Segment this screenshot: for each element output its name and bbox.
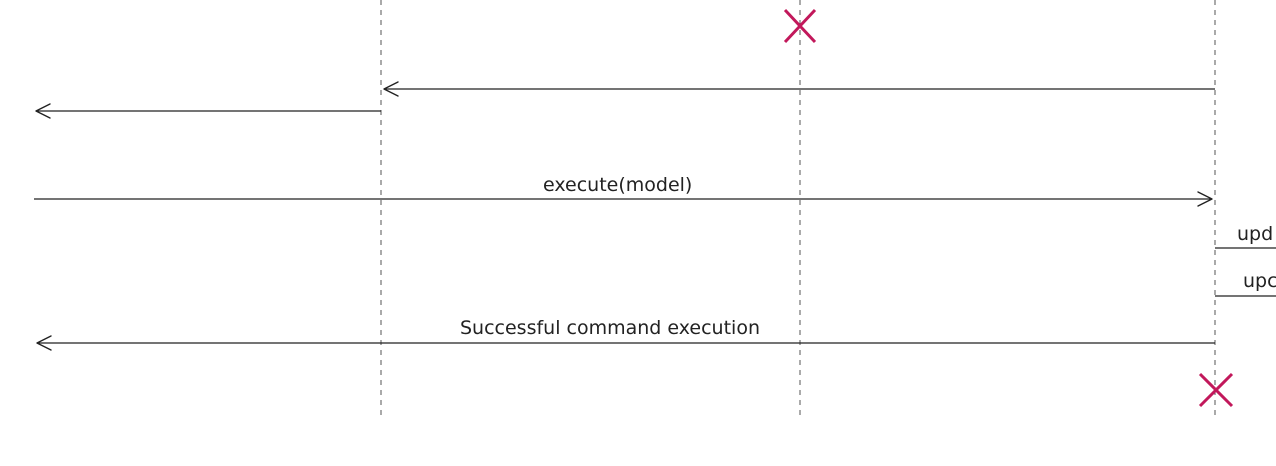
- update-message-1-label: upd: [1237, 223, 1273, 245]
- success-message-label: Successful command execution: [460, 317, 760, 339]
- update-message-2: upc: [1215, 270, 1276, 297]
- return-message-to-second: [383, 81, 1215, 97]
- execute-message: execute(model): [34, 174, 1213, 207]
- execute-message-label: execute(model): [543, 174, 692, 196]
- destroy-marker-fourth: [1198, 372, 1234, 408]
- update-message-2-label: upc: [1243, 270, 1276, 292]
- destroy-marker-third: [783, 8, 817, 44]
- return-message-to-first: [35, 103, 381, 119]
- update-message-1: upd: [1215, 223, 1276, 249]
- success-message: Successful command execution: [36, 317, 1215, 351]
